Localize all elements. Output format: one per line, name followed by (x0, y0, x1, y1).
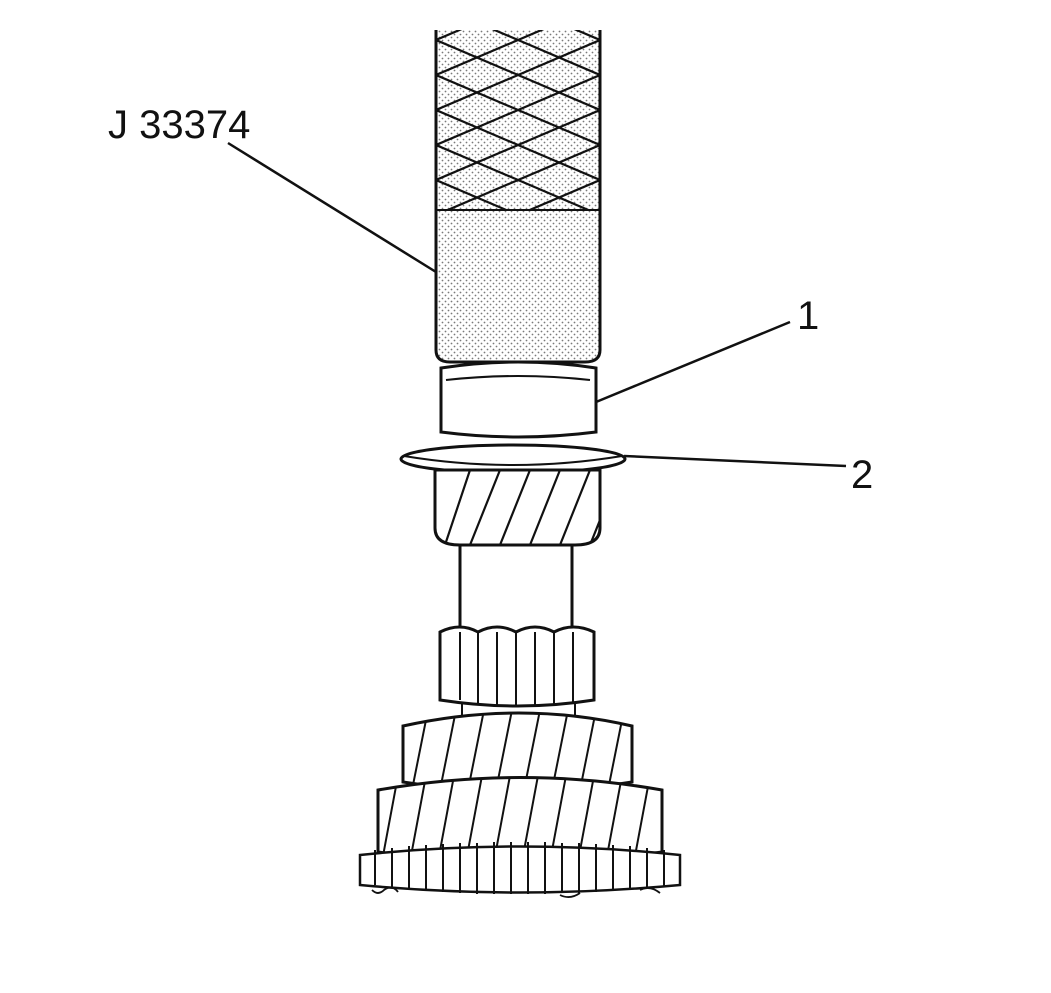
helical-gear-upper (433, 468, 602, 547)
callout-part-1: 1 (797, 294, 820, 338)
leader-line-2 (623, 454, 847, 468)
output-shaft (458, 545, 574, 630)
part-1-sleeve (439, 360, 598, 439)
leader-line-1 (595, 320, 791, 404)
helical-gear-middle (401, 711, 634, 793)
tool-body (434, 30, 602, 364)
leader-line-tool (227, 141, 437, 274)
splined-hub (438, 625, 596, 718)
synchro-teeth-ring (358, 842, 682, 898)
leader-lines (227, 141, 847, 468)
callout-tool-j33374: J 33374 (108, 103, 251, 147)
callout-part-2: 2 (851, 453, 874, 497)
tool-knurled-grip (436, 30, 600, 210)
